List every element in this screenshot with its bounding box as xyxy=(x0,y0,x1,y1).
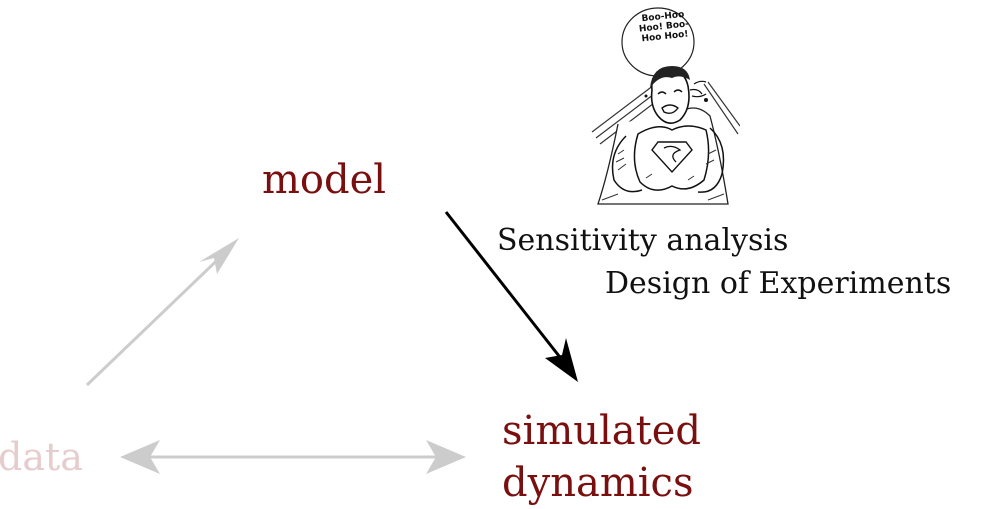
model-to-simulated-arrow xyxy=(444,211,572,371)
crying-superhero-cartoon xyxy=(591,7,740,205)
simulated-label: simulated xyxy=(502,408,702,454)
design-of-experiments-label: Design of Experiments xyxy=(605,266,952,301)
data-node: data xyxy=(0,435,83,479)
model-to-simulated-arrowhead xyxy=(545,338,578,382)
sensitivity-analysis-label: Sensitivity analysis xyxy=(497,223,789,258)
double-arrow-right-head xyxy=(426,440,466,474)
dynamics-label: dynamics xyxy=(502,460,694,506)
double-arrow-left-head xyxy=(120,440,160,474)
simulated-dynamics-node: simulated dynamics xyxy=(502,405,701,509)
model-node: model xyxy=(262,157,387,203)
data-to-model-arrow xyxy=(85,244,234,387)
data-to-model-arrowhead xyxy=(199,238,239,274)
